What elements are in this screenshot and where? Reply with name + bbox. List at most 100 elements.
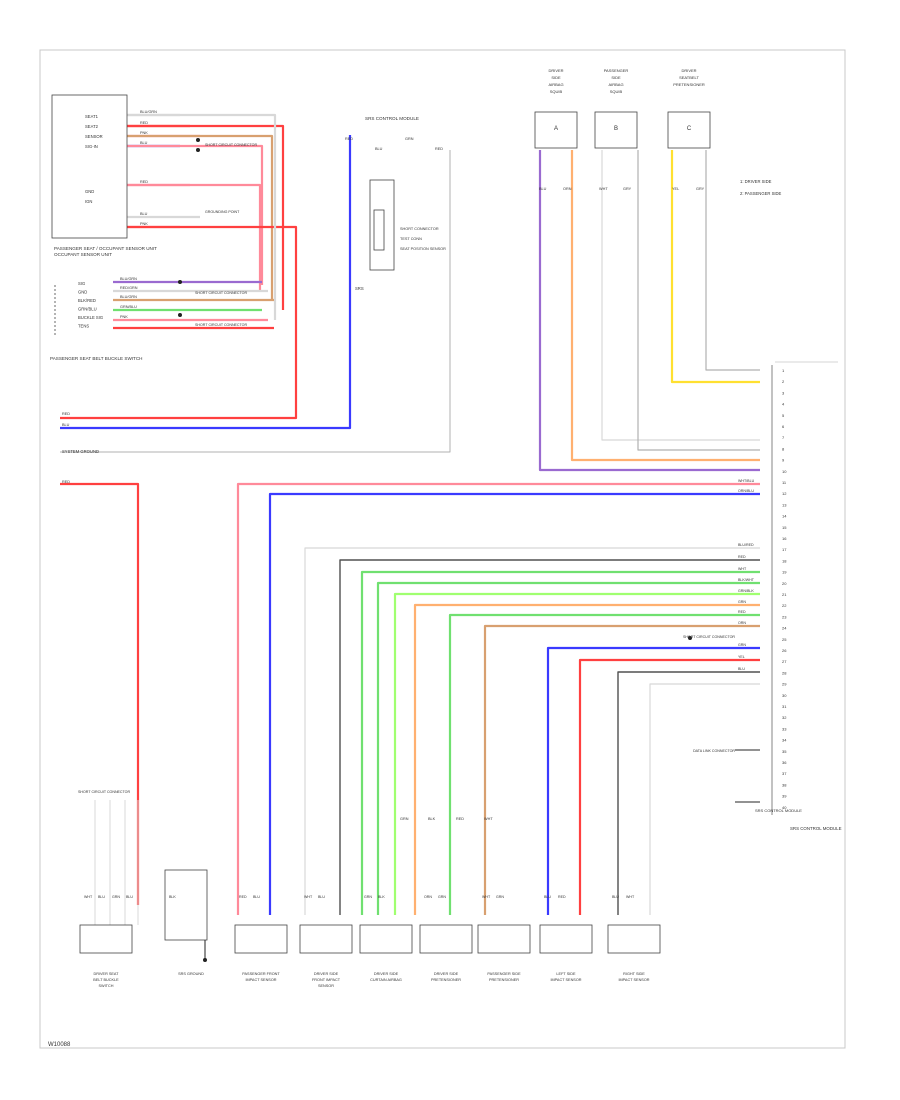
right-connector-pin: 40 [782,805,787,810]
component-wire-label: BLU [98,895,105,899]
right-connector-pin: 19 [782,570,787,575]
occupant-wire-label: PNK [140,222,148,226]
module-wire-label: RED [738,610,746,614]
component-name: IMPACT SENSOR [618,978,649,982]
ground-note: SYSTEM GROUND [62,449,99,454]
top-sensor-name: DRIVER [548,68,563,73]
occupant-wire-label: BLU/GRN [140,110,157,114]
component-wire-label: GRN [496,895,504,899]
right-connector-pin: 28 [782,670,787,675]
right-connector-pin: 7 [782,435,785,440]
occupant-wire-pink [127,144,264,285]
component-name: DRIVER SIDE [374,972,399,976]
top-sensor-wire: BLU [539,187,547,191]
ground-return-wire [60,150,451,453]
right-connector-pin: 29 [782,682,787,687]
right-connector-pin: 4 [782,402,785,407]
short-circuit-junction [688,636,692,640]
component-name: SWITCH [99,984,114,988]
right-connector-pin: 30 [782,693,787,698]
occupant-pin-label: SENSOR [85,134,103,139]
component-wire-label: BLU [126,895,133,899]
footer-code: W10088 [48,1042,71,1048]
component-name: PASSENGER SIDE [487,972,521,976]
right-connector-pin: 15 [782,525,787,530]
center-module-resistor [373,209,385,251]
occupant-wire-tan [127,134,274,300]
right-connector-pin: 35 [782,749,787,754]
top-sensor-name: PRETENSIONER [673,82,705,87]
right-connector-pin: 6 [782,424,785,429]
right-connector-pin: 34 [782,738,787,743]
top-sensor-tag: A [554,126,558,132]
sensor-component [79,924,133,954]
component-name: LEFT SIDE [556,972,576,976]
module-to-sensor-wire [617,671,760,915]
occupant-wire-label: RED [140,121,148,125]
module-to-sensor-wire [376,581,760,915]
component-wire-label: RED [558,895,566,899]
module-to-sensor-wire [546,646,760,915]
short-circuit-note: SHORT CIRCUIT CONNECTOR [683,635,735,639]
right-connector-pin: 22 [782,603,787,608]
buckle-junction [178,280,182,284]
occupant-junction [196,148,200,152]
right-connector-pin: 31 [782,704,787,709]
sensor-component [359,924,413,954]
buckle-junction [178,313,182,317]
module-to-sensor-wire [413,603,760,915]
buckle-switch-name: PASSENGER SEAT BELT BUCKLE SWITCH [50,356,143,361]
top-sensor-wire: GRY [623,187,632,191]
sensor-wire-gray [637,150,760,451]
buckle-connector-label: SHORT CIRCUIT CONNECTOR [195,291,247,295]
buckle-pin-label: GND [78,290,87,295]
component-wire-label: ORN [424,895,432,899]
ground-component [164,869,208,941]
center-note: SEAT POSITION SENSOR [400,247,446,251]
right-connector-pin: 23 [782,614,787,619]
top-sensor-wire: ORN [563,187,572,191]
buckle-pin-label: GRN/BLU [78,307,97,312]
component-name: DRIVER SIDE [434,972,459,976]
module-to-sensor-wire [304,547,760,915]
center-note: TEST CONN [400,237,422,241]
mid-connector-label: GRN [400,817,409,821]
left-red-wire-down [60,482,140,905]
component-wire-label: GRN [112,895,120,899]
top-legend-item: 2: PASSENGER SIDE [740,191,782,196]
component-wire-label: BLU [253,895,260,899]
occupant-pin-label: IGN [85,199,92,204]
occupant-junction-label: GROUNDING POINT [205,210,240,214]
sensor-component [419,924,473,954]
top-sensor-name: AIRBAG [548,82,563,87]
top-sensor-box [534,111,578,149]
occupant-pin-label: GND [85,189,94,194]
component-name: DRIVER SEAT [93,972,119,976]
buckle-wire-label: GRN/BLU [120,305,137,309]
component-name: IMPACT SENSOR [245,978,276,982]
occupant-wire-label: BLU [140,212,148,216]
occupant-wire-to-left [60,225,298,420]
buckle-connector-label: SHORT CIRCUIT CONNECTOR [195,323,247,327]
module-wire-label: BLU [738,667,745,671]
component-name: BELT BUCKLE [93,978,119,982]
component-name: CURTAIN AIRBAG [370,978,402,982]
component-name: PRETENSIONER [431,978,461,982]
right-connector-pin: 25 [782,637,787,642]
center-module-title: SRS CONTROL MODULE [365,116,419,121]
component-wire-label: WHT [304,895,313,899]
right-connector-name: SRS CONTROL MODULE [790,826,842,831]
sensor-wire-purple [538,150,760,472]
components-layer [51,94,838,962]
right-connector-pin: 18 [782,558,787,563]
component-name: IMPACT SENSOR [550,978,581,982]
module-to-sensor-wire [483,624,760,915]
component-wire-label: GRN [364,895,372,899]
right-connector-pin: 5 [782,413,785,418]
occupant-wire-label: RED [140,180,148,184]
top-sensor-name: SIDE [611,75,621,80]
component-wire-label: BLK [378,895,385,899]
occupant-pin-label: SEAT1 [85,114,99,119]
right-connector-pin: 17 [782,547,787,552]
buckle-pin-label: SIG [78,281,85,286]
